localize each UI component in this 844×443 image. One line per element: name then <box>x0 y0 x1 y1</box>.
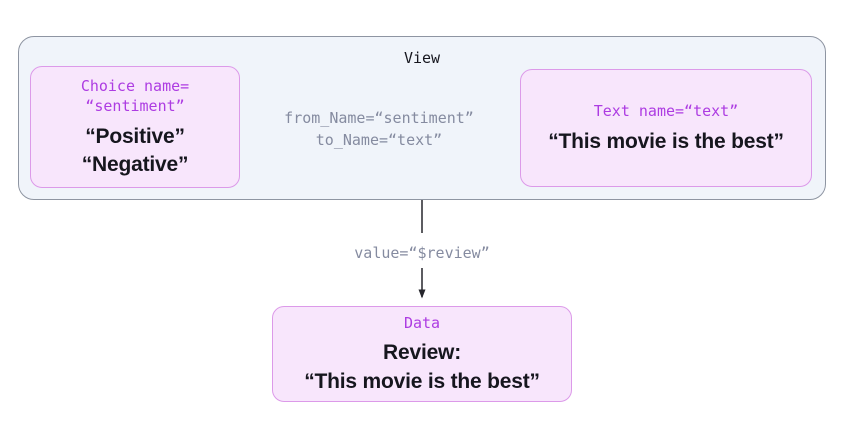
text-node-value: “This movie is the best” <box>548 129 784 153</box>
data-node-title: Data <box>403 313 441 332</box>
data-node: Data Review: “This movie is the best” <box>272 306 572 402</box>
edge-label-from: from_Name=“sentiment” <box>284 109 474 127</box>
choice-node-title: Choice name= “sentiment” <box>81 76 189 116</box>
text-node-title: Text name=“text” <box>593 101 739 120</box>
choice-option-positive: “Positive” <box>85 124 185 148</box>
edge-label-from-to: from_Name=“sentiment” to_Name=“text” <box>268 107 490 151</box>
choice-option-negative: “Negative” <box>81 152 189 176</box>
view-group-title: View <box>403 49 441 67</box>
data-node-review-text: “This movie is the best” <box>304 369 540 393</box>
choice-node-options: “Positive” “Negative” <box>82 123 189 179</box>
data-node-value: Review: “This movie is the best” <box>304 338 540 396</box>
edge-label-to: to_Name=“text” <box>315 131 443 149</box>
text-node: Text name=“text” “This movie is the best… <box>520 69 812 187</box>
choice-node-title-line2: “sentiment” <box>85 96 185 115</box>
choice-node: Choice name= “sentiment” “Positive” “Neg… <box>30 66 240 188</box>
data-node-review-label: Review: <box>383 340 461 364</box>
choice-node-title-line1: Choice name= <box>80 76 190 95</box>
edge-label-value: value=“$review” <box>354 244 490 262</box>
